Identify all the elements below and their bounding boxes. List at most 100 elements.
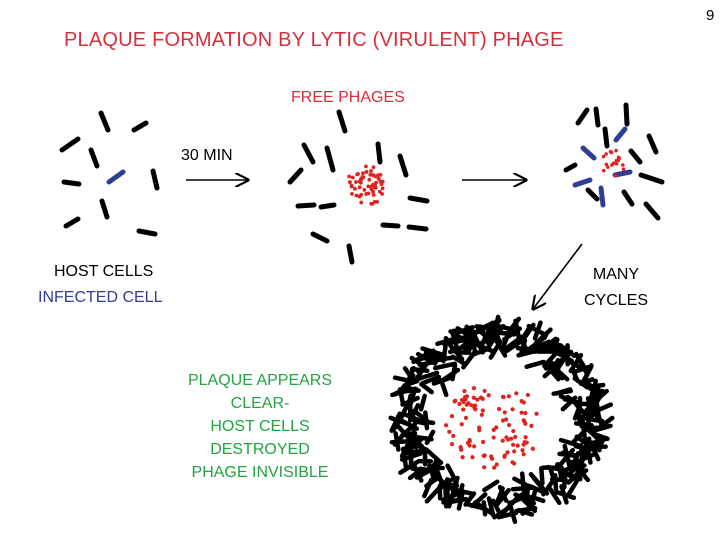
phage-dot — [534, 411, 539, 416]
bacterium-rod — [491, 498, 503, 518]
phage-dot — [364, 170, 369, 174]
phage-dot — [461, 407, 466, 412]
plaque-description-line: PLAQUE APPEARS — [187, 372, 333, 389]
phage-dot — [489, 454, 494, 459]
page-number: 9 — [706, 7, 715, 24]
plaque-panel — [388, 314, 615, 525]
bacterium-rod — [488, 339, 503, 360]
bacterium-rod — [402, 366, 415, 381]
phage-dot — [457, 401, 462, 407]
bacterium-rod — [602, 126, 610, 149]
phage-dot — [362, 188, 367, 192]
phage-dot — [471, 386, 477, 391]
phage-dot — [462, 389, 467, 394]
phage-dot — [348, 180, 352, 184]
bacterium-rod — [562, 443, 572, 468]
phage-dot — [458, 444, 463, 450]
bacterium-rod — [544, 342, 562, 348]
plaque-description-line: DESTROYED — [210, 441, 310, 458]
many-cycles-label: MANY CYCLES — [566, 262, 666, 314]
phage-dot — [364, 164, 368, 169]
bacterium-rod — [98, 110, 111, 133]
phage-dot — [496, 406, 502, 412]
phage-dot — [380, 186, 385, 191]
bacterium-rod — [415, 418, 436, 426]
bacterium-rod — [464, 501, 486, 511]
bacterium-rod — [393, 431, 401, 452]
bacterium-rod — [542, 351, 558, 369]
phage-dot — [614, 158, 619, 163]
bacterium-rod — [503, 334, 524, 351]
phage-dot — [366, 191, 371, 196]
bacterium-rod — [450, 362, 458, 382]
phage-dot — [477, 428, 482, 433]
phage-dot — [606, 165, 610, 169]
phage-dot — [525, 392, 531, 398]
phage-dot — [608, 149, 613, 154]
bacterium-rod — [432, 361, 457, 371]
bacterium-rod — [420, 374, 442, 386]
infected-cell-rod — [598, 185, 606, 208]
phage-dot — [480, 396, 485, 401]
phage-dot — [604, 162, 609, 167]
phage-dot — [473, 407, 478, 412]
phage-dot — [449, 441, 455, 447]
phage-dot — [529, 423, 534, 428]
bacterium-rod — [502, 326, 523, 342]
free-phages-label: FREE PHAGES — [291, 89, 405, 106]
phage-dot — [371, 173, 376, 177]
bacterium-rod — [394, 421, 412, 442]
bacterium-rod — [388, 415, 411, 427]
bacterium-rod — [336, 109, 348, 134]
bacterium-rod — [398, 459, 420, 475]
bacterium-rod — [407, 195, 430, 204]
phage-dot — [486, 393, 491, 398]
phage-dot — [511, 442, 516, 447]
bacterium-rod — [59, 136, 81, 153]
bacterium-rod — [450, 354, 467, 366]
phage-dot — [355, 172, 360, 177]
bacterium-rod — [63, 216, 81, 229]
phage-dot — [492, 465, 497, 470]
phage-dot — [376, 177, 381, 181]
bacterium-rod — [590, 402, 614, 415]
bacterium-rod — [574, 434, 589, 447]
phage-dot — [500, 438, 505, 443]
phage-dot — [349, 183, 354, 188]
phage-dot — [374, 180, 378, 185]
bacterium-rod — [400, 446, 409, 469]
bacterium-rod — [595, 415, 615, 431]
host-cells-panel — [59, 110, 160, 237]
phage-dot — [519, 399, 524, 404]
phage-dot — [621, 167, 626, 171]
phage-dot — [463, 415, 469, 420]
phage-dot — [357, 185, 362, 190]
phage-dot — [514, 391, 519, 396]
bacterium-rod — [446, 486, 457, 509]
bacterium-rod — [527, 335, 548, 351]
phage-dot — [500, 418, 506, 423]
bacterium-rod — [590, 378, 598, 400]
phage-dot — [375, 199, 380, 204]
phage-dot — [369, 169, 373, 173]
phage-dot — [359, 200, 364, 205]
bacterium-rod — [435, 477, 454, 492]
bacterium-rod — [405, 393, 413, 410]
phage-dot — [357, 179, 362, 184]
bacterium-rod — [643, 201, 661, 221]
phage-dot — [347, 174, 352, 179]
bacterium-rod — [580, 417, 588, 442]
phage-dot — [460, 455, 465, 460]
phage-dot — [469, 403, 474, 408]
phage-dot — [443, 423, 449, 428]
bacterium-rod — [451, 328, 475, 335]
bacterium-rod — [482, 479, 500, 493]
plaque-description-line: CLEAR- — [230, 395, 290, 412]
phage-dot — [519, 410, 524, 415]
bacterium-rod — [510, 485, 535, 492]
phage-dot — [366, 184, 371, 189]
bacterium-rod — [469, 335, 478, 355]
phage-dot — [521, 452, 526, 457]
bacterium-rod — [131, 120, 149, 133]
